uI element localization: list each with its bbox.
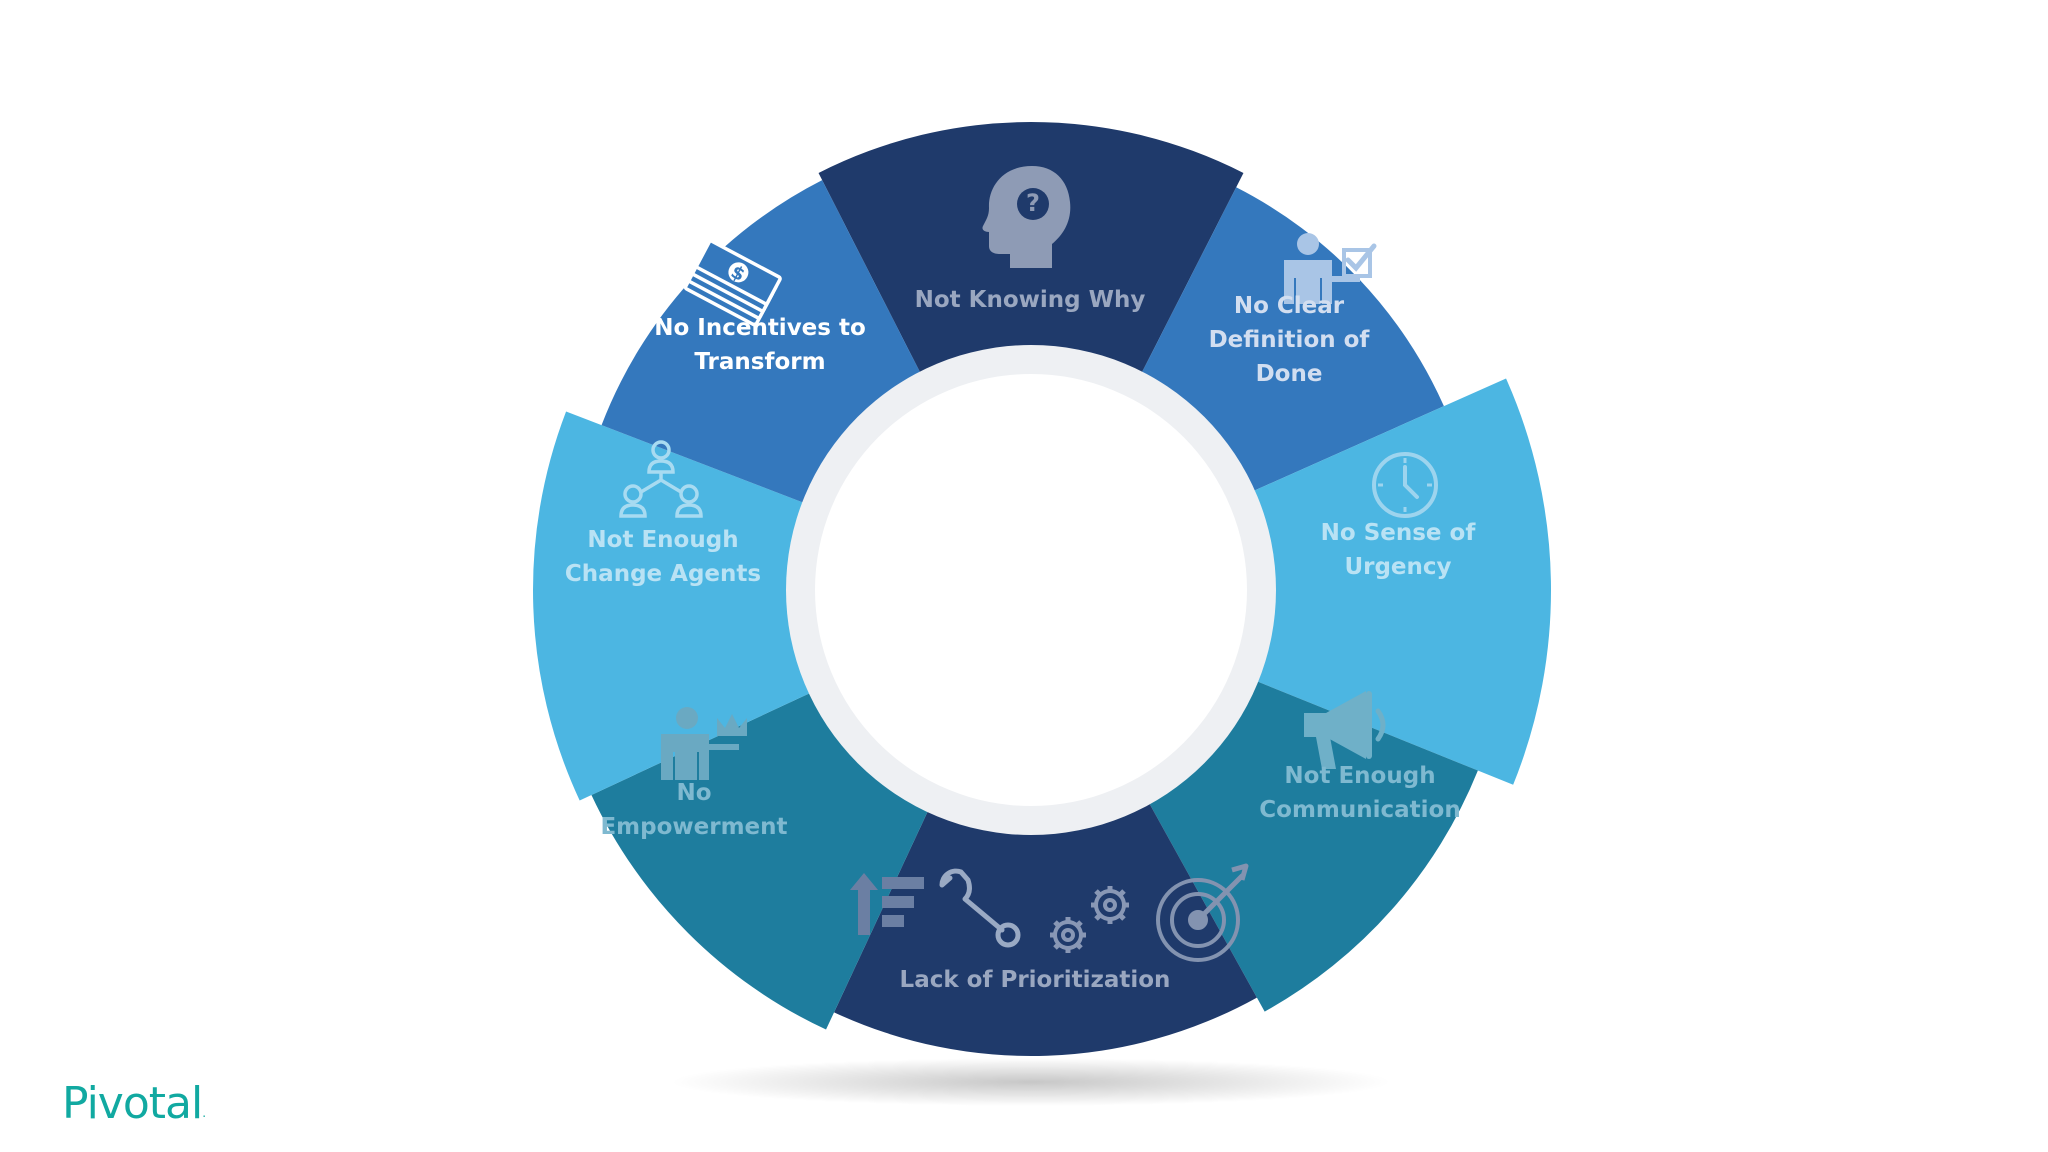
segment-label-no-sense-of-urgency: No Sense of Urgency [1321,520,1477,580]
head-question-icon: ? [982,166,1071,268]
segment-not-enough-communication [1142,676,1478,1012]
priority-tools-target-icon [850,863,1249,962]
money-stack-icon: $ [683,239,782,327]
segment-label-line: No [676,780,711,806]
segment-label-line: No Sense of [1321,520,1477,546]
person-crown-icon [661,707,747,780]
target-icon [1156,863,1249,962]
segment-label-line: Lack of Prioritization [900,967,1171,993]
wheel-segments [533,121,1552,1056]
segment-no-incentives-to-transform [601,180,927,508]
segment-label-line: Not Knowing Why [915,287,1146,313]
segment-no-sense-of-urgency [1241,378,1552,785]
people-network-icon [619,440,703,518]
segment-lack-of-prioritization [834,791,1257,1056]
segment-label-line: No Clear [1234,293,1345,319]
center-hub [815,374,1247,806]
wrench-icon [939,868,1021,948]
segment-label-line: Transform [694,349,825,375]
segment-label-line: Empowerment [600,814,787,840]
segment-label-line: Communication [1259,797,1460,823]
wheel-shadow [671,1058,1391,1106]
person-checkbox-icon [1284,233,1377,304]
brand-name: Pivotal [62,1078,203,1129]
segment-label-line: Change Agents [565,561,761,587]
segment-label-not-knowing-why: Not Knowing Why [915,287,1146,313]
segment-label-line: Not Enough [1284,763,1435,789]
pivotal-logo: Pivotal. [62,1082,206,1126]
megaphone-icon [1304,691,1386,769]
clock-icon [1372,452,1438,518]
segment-label-line: Not Enough [587,527,738,553]
priority-bars-icon [850,873,924,935]
gears-icon [1050,886,1129,953]
brand-mark: . [202,1106,206,1120]
segment-label-line: Definition of [1209,327,1371,353]
svg-text:?: ? [1026,189,1040,217]
segment-label-line: No Incentives to [654,315,866,341]
segment-label-lack-of-prioritization: Lack of Prioritization [900,967,1171,993]
segment-label-no-incentives-to-transform: No Incentives to Transform [654,315,866,375]
segment-not-enough-change-agents [533,411,823,801]
segment-no-clear-definition-of-done [1135,187,1444,497]
segment-label-line: Urgency [1344,554,1451,580]
segment-label-line: Done [1256,361,1323,387]
